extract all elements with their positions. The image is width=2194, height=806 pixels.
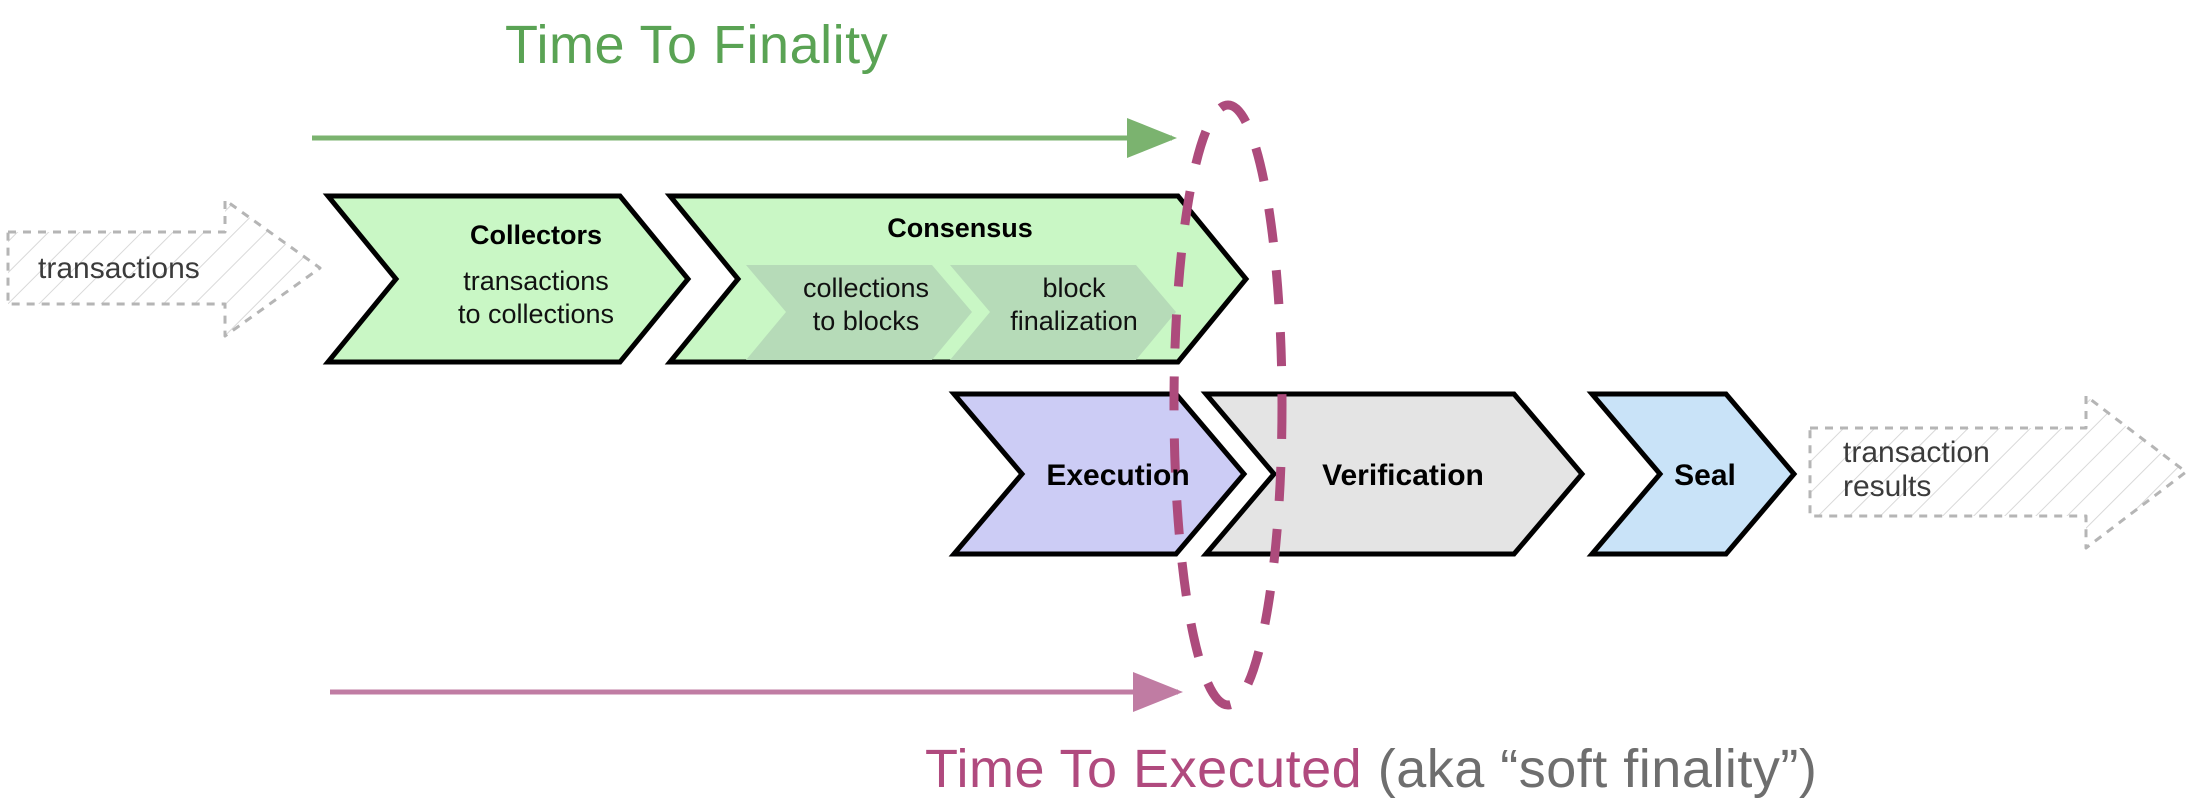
seal-chevron xyxy=(1586,391,1798,557)
execution-chevron xyxy=(948,391,1248,557)
transaction-results-output-arrow xyxy=(1808,394,2188,550)
finality-boundary-ellipse xyxy=(1169,100,1287,710)
consensus-chevron xyxy=(664,193,1250,365)
collectors-chevron xyxy=(322,193,692,365)
consensus-inner-chevrons xyxy=(746,265,1176,360)
verification-chevron xyxy=(1200,391,1586,557)
transactions-input-arrow xyxy=(6,198,322,338)
